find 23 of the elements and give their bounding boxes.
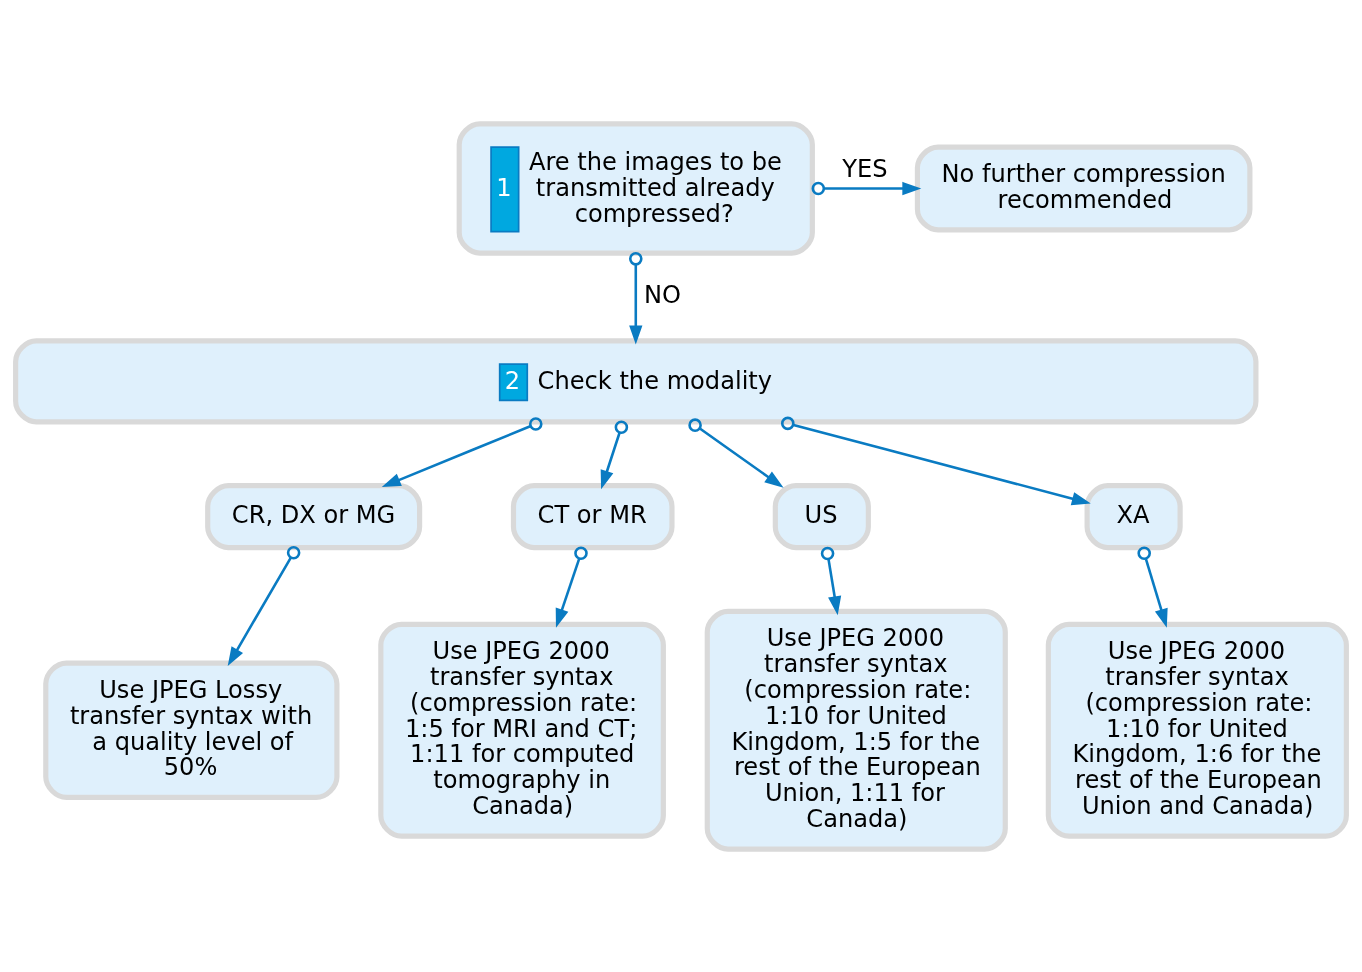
node-box: 1 Are the images to be transmitted already compressed? — [456, 120, 815, 256]
arrow — [811, 181, 922, 195]
node-box: Use JPEG 2000 transfer syntax (compression rate: 1:10 for United Kingdom, 1:5 for the rest of the European Union, 1:11 for Canada) — [704, 608, 1008, 852]
arrow — [820, 546, 842, 615]
node-box: Use JPEG 2000 transfer syntax (compression rate: 1:5 for MRI and CT; 1:11 for computed tomography in Canada) — [378, 621, 666, 839]
arrow — [227, 545, 301, 666]
node-box: Use JPEG Lossy transfer syntax with a quality level of 50% — [43, 660, 340, 800]
arrow — [629, 251, 643, 344]
arrow — [781, 416, 1091, 505]
node-box: CT or MR — [510, 482, 675, 550]
node-box: No further compression recommended — [914, 144, 1253, 232]
edge-label: YES — [842, 154, 888, 183]
arrow — [1137, 546, 1168, 628]
arrow — [555, 545, 588, 628]
node-box: XA — [1084, 482, 1183, 550]
node-box: US — [772, 482, 871, 550]
edge-label: NO — [643, 280, 681, 309]
node-box: 2 Check the modality — [13, 337, 1259, 424]
arrow — [600, 419, 629, 489]
arrow — [688, 417, 784, 488]
node-box: CR, DX or MG — [205, 482, 423, 550]
arrow — [381, 416, 543, 487]
node-box: Use JPEG 2000 transfer syntax (compression rate: 1:10 for United Kingdom, 1:6 for the rest of the European Union and Canada) — [1045, 621, 1349, 839]
